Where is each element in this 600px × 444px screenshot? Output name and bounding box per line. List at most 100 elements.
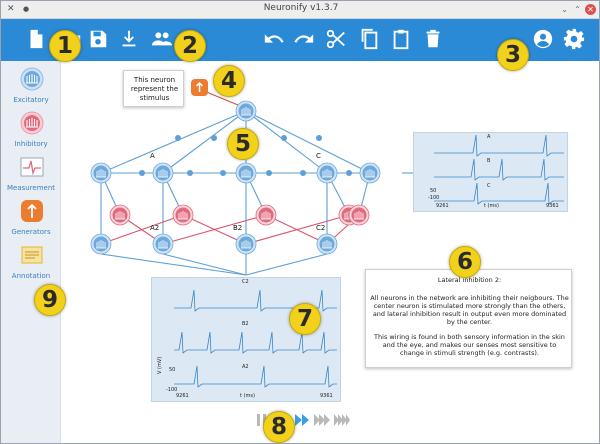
fastest-forward-button[interactable]: [334, 412, 350, 426]
info-panel-paragraph: This wiring is found in both sensory inf…: [374, 333, 565, 357]
settings-button[interactable]: [563, 28, 585, 50]
sidebar-item-generators[interactable]: Generators: [1, 199, 61, 245]
fast-forward-button[interactable]: [294, 412, 310, 426]
callout-2: 2: [174, 30, 206, 62]
fast-forward-icon: [295, 414, 309, 426]
account-button[interactable]: [532, 28, 554, 50]
callout-7: 7: [289, 303, 321, 335]
minimize-icon[interactable]: ⌄: [561, 5, 568, 14]
excitatory-neuron[interactable]: [152, 162, 174, 184]
pin-icon[interactable]: ●: [23, 5, 30, 13]
callout-8: 8: [263, 411, 295, 443]
trace-c2: [174, 289, 337, 312]
generator-edge: [203, 90, 239, 106]
neuron-label-a2: A2: [150, 224, 160, 232]
copy-button[interactable]: [358, 28, 380, 50]
canvas[interactable]: This neuron represent the stimulus A B C…: [62, 61, 599, 443]
generator-node[interactable]: [191, 79, 208, 96]
sidebar-item-inhibitory[interactable]: Inhibitory: [1, 111, 61, 157]
delete-button[interactable]: [422, 28, 444, 50]
callout-1: 1: [49, 30, 81, 62]
info-panel[interactable]: Lateral inhibition 2: All neurons in the…: [365, 269, 572, 368]
inhibitory-neuron[interactable]: [255, 204, 277, 226]
save-icon: [90, 30, 107, 48]
trace-label: C2: [242, 279, 249, 285]
inhibitory-edge: [162, 214, 267, 245]
faster-forward-icon: [314, 414, 330, 426]
trace-label: B2: [242, 321, 249, 327]
trace-label: C: [487, 183, 491, 189]
generator-icon: [21, 200, 43, 222]
synapse-dot: [139, 170, 145, 176]
x-axis-label: t (ms): [484, 203, 499, 209]
window-title: Neuronify v1.3.7: [263, 3, 339, 13]
sidebar-label: Generators: [11, 228, 51, 236]
trace-label: A: [487, 134, 491, 140]
new-file-icon: [30, 29, 43, 49]
trace-plot-top-traces: [434, 134, 564, 205]
callout-5: 5: [227, 128, 259, 160]
output-neuron[interactable]: [90, 233, 112, 255]
neuron-label-a: A: [150, 152, 155, 160]
stimulus-neuron[interactable]: [235, 100, 257, 122]
undo-button[interactable]: [263, 28, 285, 50]
maximize-icon[interactable]: ⌃: [574, 5, 581, 14]
faster-forward-button[interactable]: [314, 412, 330, 426]
excitatory-neuron[interactable]: [235, 162, 257, 184]
neuron-network: [90, 79, 414, 276]
synapse-edge: [100, 253, 247, 276]
stimulus-note-text: This neuron represent the stimulus: [130, 76, 179, 102]
undo-icon: [264, 34, 284, 43]
community-icon: [151, 32, 173, 46]
info-panel-title: Lateral inhibition 2:: [437, 276, 502, 284]
paste-button[interactable]: [390, 28, 412, 50]
trace-c: [434, 182, 564, 205]
synapse-edge: [245, 253, 328, 276]
sidebar-item-annotation[interactable]: Annotation: [1, 243, 61, 289]
excitatory-neuron[interactable]: [90, 162, 112, 184]
measurement-icon: [20, 157, 44, 177]
trace-b2: [174, 331, 337, 354]
inhibitory-neuron[interactable]: [348, 204, 370, 226]
trace-plot-top[interactable]: A B C 50 -100 9261 t (ms) 9361: [413, 132, 568, 212]
synapse-edge: [245, 110, 371, 174]
sidebar-item-measurement[interactable]: Measurement: [1, 155, 61, 201]
cut-button[interactable]: [325, 28, 347, 50]
download-button[interactable]: [118, 28, 140, 50]
trace-a2: [174, 365, 337, 388]
trace-plot-bottom[interactable]: C2 B2 A2 50 -100 V (mV) 9261 t (ms) 9361: [151, 277, 341, 402]
inhibitory-edge: [245, 214, 350, 245]
synapse-dot: [281, 135, 287, 141]
fastest-forward-icon: [334, 414, 350, 426]
new-file-button[interactable]: [25, 28, 47, 50]
y-tick-label: 50: [430, 188, 437, 194]
x-start-label: 9261: [436, 203, 449, 209]
neuron-label-c2: C2: [316, 224, 326, 232]
output-neuron[interactable]: [235, 233, 257, 255]
inhibitory-neuron[interactable]: [109, 204, 131, 226]
sidebar-item-excitatory[interactable]: Excitatory: [1, 67, 61, 113]
excitatory-neuron-icon: [20, 67, 44, 91]
close-icon[interactable]: ✕: [585, 4, 596, 15]
synapse-dot: [175, 135, 181, 141]
account-icon: [533, 29, 553, 49]
output-neuron[interactable]: [316, 233, 338, 255]
paste-icon: [393, 29, 409, 50]
y-axis-label: V (mV): [157, 356, 163, 374]
inhibitory-neuron[interactable]: [172, 204, 194, 226]
inhibitory-edge: [100, 214, 184, 245]
output-neuron[interactable]: [152, 233, 174, 255]
excitatory-neuron[interactable]: [316, 162, 338, 184]
stimulus-note[interactable]: This neuron represent the stimulus: [123, 70, 184, 107]
synapse-dot: [187, 170, 193, 176]
download-icon: [122, 30, 136, 47]
save-button[interactable]: [87, 28, 109, 50]
excitatory-neuron[interactable]: [359, 162, 381, 184]
synapse-edge: [162, 253, 247, 276]
redo-button[interactable]: [293, 28, 315, 50]
sidebar-label: Annotation: [11, 272, 51, 280]
community-button[interactable]: [151, 28, 173, 50]
window-menu-icon[interactable]: ✕: [7, 4, 15, 14]
neuron-label-b2: B2: [233, 224, 243, 232]
